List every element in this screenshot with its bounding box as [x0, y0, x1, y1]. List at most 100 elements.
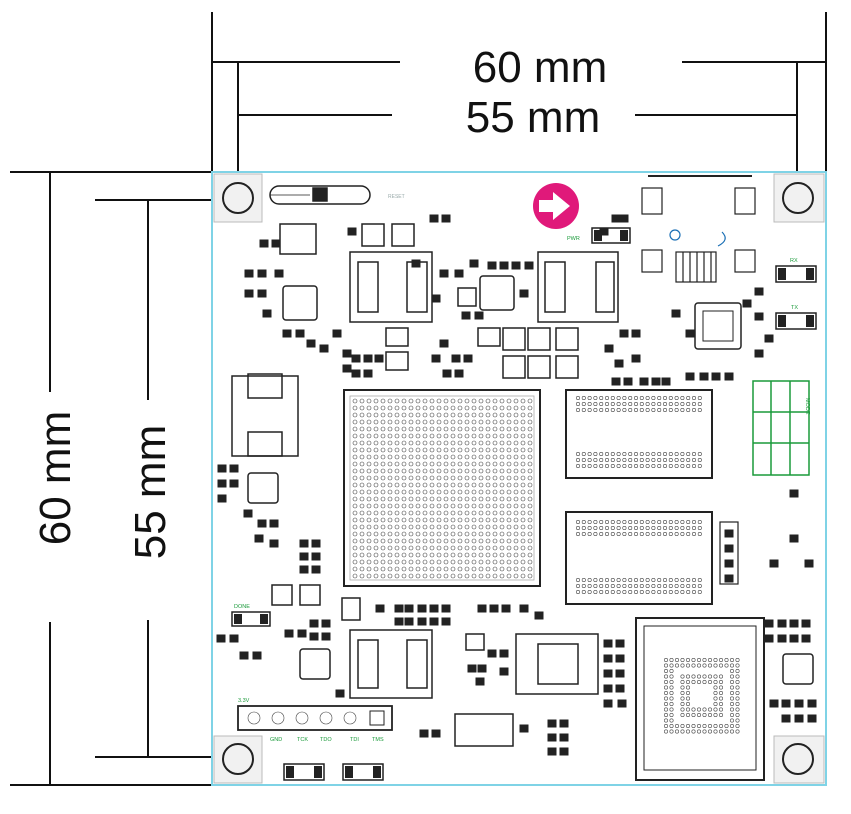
fpga-ball: [429, 566, 435, 572]
fpga-ball: [380, 447, 386, 453]
fpga-ball: [527, 517, 533, 523]
smd-pad: [524, 261, 534, 270]
fpga-ball: [520, 531, 526, 537]
flash-ball: [680, 690, 685, 695]
fpga-ball: [429, 468, 435, 474]
fpga-ball: [457, 545, 463, 551]
ddr-ball: [616, 577, 621, 582]
ddr-ball: [697, 577, 702, 582]
fpga-ball: [443, 552, 449, 558]
smd-pad: [631, 354, 641, 363]
ddr-ball: [622, 589, 627, 594]
ddr-ball: [622, 463, 627, 468]
fpga-ball: [394, 552, 400, 558]
flash-ball: [685, 701, 690, 706]
ddr-ball: [657, 395, 662, 400]
flash-ball: [702, 707, 707, 712]
smd-pad: [216, 634, 226, 643]
tx-led: [775, 312, 817, 330]
outer-width-label: 60 mm: [473, 43, 607, 92]
smd-pad: [559, 733, 569, 742]
ddr-ball: [657, 519, 662, 524]
fpga-ball: [366, 573, 372, 579]
smd-pad: [615, 654, 625, 663]
ddr-ball: [674, 457, 679, 462]
fpga-ball: [359, 447, 365, 453]
flash-ball: [729, 674, 734, 679]
ddr-ball: [610, 463, 615, 468]
fpga-ball: [352, 524, 358, 530]
ddr-ball: [633, 395, 638, 400]
fpga-ball: [359, 510, 365, 516]
smd-pad: [789, 489, 799, 498]
ddr-ball: [674, 451, 679, 456]
fpga-ball: [429, 405, 435, 411]
ddr-ball: [581, 525, 586, 530]
fpga-ball: [527, 426, 533, 432]
ddr-ball: [575, 589, 580, 594]
fpga-ball: [471, 517, 477, 523]
ddr-ball: [686, 589, 691, 594]
fpga-ball: [499, 531, 505, 537]
fpga-ball: [527, 510, 533, 516]
fpga-ball: [450, 496, 456, 502]
fpga-ball: [506, 524, 512, 530]
smd-pad: [651, 377, 661, 386]
flash-ball: [735, 663, 740, 668]
smd-pad: [559, 747, 569, 756]
fpga-ball: [387, 475, 393, 481]
ddr-ball: [622, 451, 627, 456]
fpga-ball-grid: [352, 398, 533, 579]
fpga-ball: [373, 475, 379, 481]
fpga-ball: [513, 531, 519, 537]
flash-ball: [702, 729, 707, 734]
ddr-ball: [616, 519, 621, 524]
ddr-ball: [599, 401, 604, 406]
ddr-ball: [581, 463, 586, 468]
fpga-ball: [387, 552, 393, 558]
flash-ball: [680, 696, 685, 701]
fpga-ball: [373, 447, 379, 453]
ddr-ball: [610, 451, 615, 456]
fpga-ball: [485, 454, 491, 460]
ddr-ball: [622, 525, 627, 530]
fpga-ball: [471, 538, 477, 544]
ddr-ball: [697, 451, 702, 456]
ddr-ball: [639, 407, 644, 412]
done-label: DONE: [234, 604, 250, 610]
ddr-ball: [657, 463, 662, 468]
fpga-ball: [492, 531, 498, 537]
fpga-ball: [401, 496, 407, 502]
inner-height-label: 55 mm: [126, 425, 175, 559]
fpga-ball: [464, 447, 470, 453]
smd-pad: [411, 259, 421, 268]
fpga-ball: [520, 468, 526, 474]
smd-pad: [311, 539, 321, 548]
smd-pad: [441, 604, 451, 613]
smd-pad: [469, 259, 479, 268]
fpga-ball: [415, 398, 421, 404]
ddr-ball: [680, 451, 685, 456]
fpga-ball: [387, 454, 393, 460]
ddr-ball: [628, 451, 633, 456]
flash-ball: [724, 663, 729, 668]
flash-ball: [663, 663, 668, 668]
smd-pad: [477, 604, 487, 613]
fpga-ball: [380, 454, 386, 460]
fpga-ball: [408, 545, 414, 551]
fpga-ball: [478, 559, 484, 565]
fpga-ball: [485, 468, 491, 474]
fpga-ball: [499, 405, 505, 411]
smd-pad: [229, 464, 239, 473]
fpga-ball: [401, 475, 407, 481]
fpga-ball: [422, 545, 428, 551]
fpga-ball: [464, 419, 470, 425]
ddr-ball: [651, 401, 656, 406]
fpga-ball: [527, 552, 533, 558]
smd-pad: [257, 519, 267, 528]
ddr-ball: [610, 583, 615, 588]
smd-pad: [519, 604, 529, 613]
fpga-ball: [492, 433, 498, 439]
smd-pad: [429, 604, 439, 613]
ddr-ball: [616, 407, 621, 412]
